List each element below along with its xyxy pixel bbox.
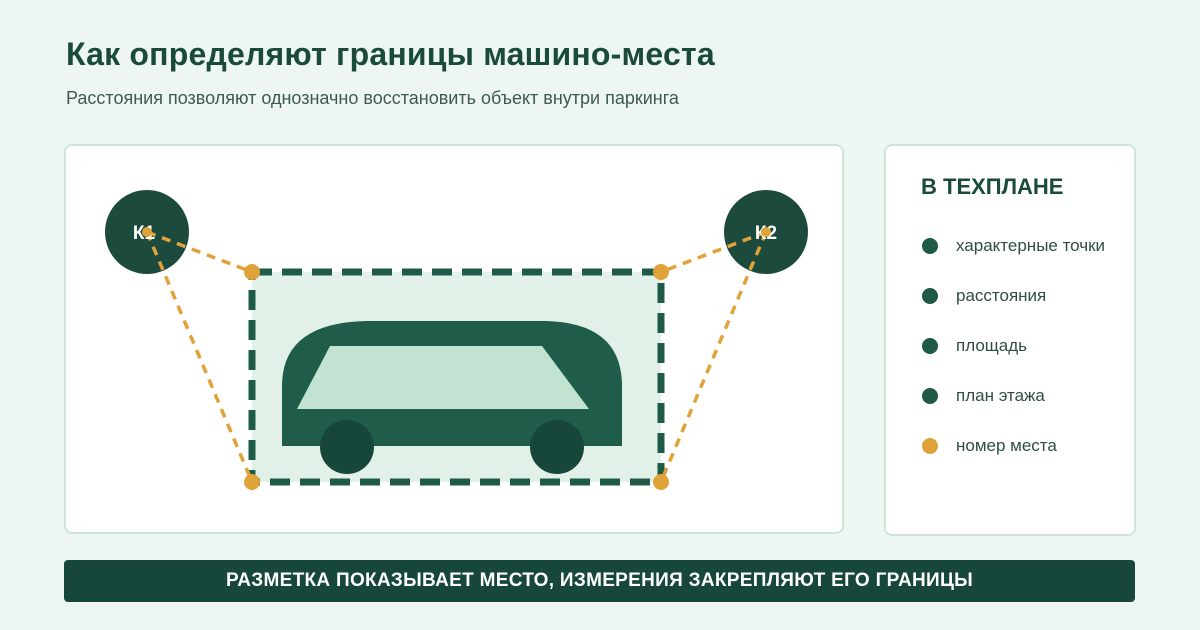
legend-item: характерные точки (922, 234, 1105, 258)
legend-label: характерные точки (956, 236, 1106, 255)
point-top-right (653, 264, 669, 280)
legend-item: номер места (922, 434, 1057, 458)
legend-label: площадь (956, 336, 1027, 355)
legend-label: план этажа (956, 386, 1045, 405)
distance-k2-bottom-right (659, 231, 768, 483)
car-window (297, 346, 589, 409)
distance-k1-top-left (146, 230, 253, 274)
legend-item: план этажа (922, 384, 1045, 408)
measurement-lines (145, 230, 768, 483)
point-k1-anchor (142, 227, 152, 237)
legend-dot-icon (922, 438, 938, 454)
legend-item: расстояния (922, 284, 1046, 308)
legend-dot-icon (922, 388, 938, 404)
footer-banner: РАЗМЕТКА ПОКАЗЫВАЕТ МЕСТО, ИЗМЕРЕНИЯ ЗАК… (64, 560, 1135, 602)
banner-text: РАЗМЕТКА ПОКАЗЫВАЕТ МЕСТО, ИЗМЕРЕНИЯ ЗАК… (225, 570, 974, 591)
car-icon (282, 321, 622, 474)
distance-k2-top-right (660, 230, 767, 274)
characteristic-points (142, 227, 771, 490)
page-title: Как определяют границы машино-места (66, 36, 715, 72)
point-bottom-left (244, 474, 260, 490)
legend-dot-icon (922, 338, 938, 354)
point-top-left (244, 264, 260, 280)
page-subtitle: Расстояния позволяют однозначно восстано… (66, 88, 679, 108)
diagram-panel: К1 К2 (64, 144, 844, 534)
point-bottom-right (653, 474, 669, 490)
legend-dot-icon (922, 288, 938, 304)
legend-label: номер места (956, 436, 1057, 455)
legend-dot-icon (922, 238, 938, 254)
legend-label: расстояния (956, 286, 1047, 305)
car-wheel-rear (530, 420, 584, 474)
parking-spot-diagram: К1 К2 (105, 190, 808, 490)
distance-k1-bottom-left (145, 231, 254, 483)
legend-item: площадь (922, 334, 1027, 358)
point-k2-anchor (761, 227, 771, 237)
legend-panel: В ТЕХПЛАНЕ характерные точки расстояния … (884, 144, 1136, 536)
parking-spot-boundary (248, 268, 665, 486)
car-wheel-front (320, 420, 374, 474)
legend-title: В ТЕХПЛАНЕ (921, 174, 1064, 199)
